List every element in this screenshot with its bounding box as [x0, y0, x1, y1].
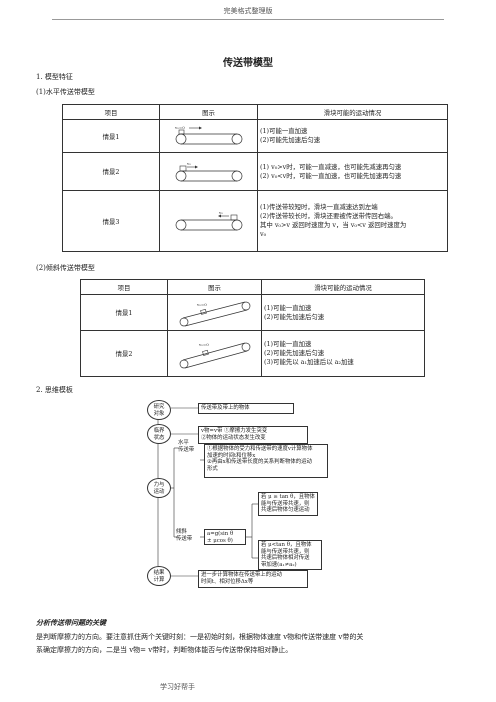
motion-line: (2) v₀<v时，可能一直加速，也可能先加速再匀速 [260, 171, 402, 180]
header-motion: 滑块可能的运动情况 [261, 279, 425, 295]
analysis-line: 系确定摩擦力的方向，二是当 v物= v带时，判断物体能否与传送带保持相对静止。 [36, 646, 293, 654]
motion-cell: (1)可能一直加速 (2)可能先加速后匀速 [257, 119, 448, 153]
motion-line: (1)可能一直加速 [264, 303, 312, 312]
belt-illustration: v₀=0 [159, 119, 258, 153]
scenario-name: 情景2 [80, 330, 168, 377]
svg-text:v₀=0: v₀=0 [196, 302, 207, 307]
belt-illustration: v₀=0 [167, 294, 262, 331]
motion-line: (1)可能一直加速 [264, 340, 312, 348]
motion-line: (1)可能一直加速 [260, 127, 308, 135]
node-acceleration-formula: a=g(sin θ ± μcos θ) [204, 529, 246, 545]
motion-line: (1)传送带较短时，滑块一直减速达到左端 [260, 203, 378, 211]
table-row: 情景2 v₀ (1) v₀>v时，可能一直减速，也可能先减速再匀速 (2) v₀… [62, 152, 448, 191]
horizontal-belt-diagram-2: v₀ [175, 161, 242, 181]
motion-line: v₀ [260, 230, 267, 238]
belt-illustration: v₀ [159, 152, 258, 191]
motion-cell: (1)可能一直加速 (2)可能先加速后匀速 [261, 294, 425, 331]
subsection-horizontal: (1)水平传送带模型 [36, 88, 95, 96]
node-force-motion: 力与 运动 [147, 478, 171, 498]
belt-illustration: v₀ [159, 190, 258, 252]
horizontal-belt-table: 项目 图示 滑块可能的运动情况 情景1 v₀=0 (1)可能一直加速 (2)可能… [62, 104, 448, 252]
node-inclined-case-1: 若 μ ≥ tan θ，且物体 能与传送带共速，则 共速后物体匀速运动 [258, 492, 318, 516]
belt-illustration: v₀=0 [167, 330, 262, 377]
scenario-name: 情景1 [62, 119, 160, 153]
motion-line: (2)可能先加速后匀速 [264, 312, 325, 321]
node-critical-state-detail: v物=v带 ①摩擦力发生突变 ②物体的运动状态发生改变 [198, 426, 308, 444]
svg-text:v₀: v₀ [186, 161, 191, 166]
scenario-name: 情景1 [80, 294, 168, 331]
table-row: 情景2 v₀=0 (1)可能一直加速 (2)可能先加速后匀速 (3)可能先以 a… [80, 330, 425, 377]
motion-line: (2)传送带较长时，滑块还要被传送带传回右端。 [260, 212, 397, 220]
svg-text:v₀=0: v₀=0 [174, 125, 185, 130]
section-model-features: 1. 模型特征 [36, 73, 73, 81]
scenario-name: 情景2 [62, 152, 160, 191]
horizontal-belt-diagram-3: v₀ [175, 210, 242, 231]
table-row: 情景3 v₀ (1)传送带较短时，滑块一直减速达到左端 (2)传送带较长时，滑块… [62, 190, 448, 252]
page-title: 传送带模型 [223, 58, 273, 69]
motion-line: (1) v₀>v时，可能一直减速，也可能先减速再匀速 [260, 162, 402, 171]
label-inclined-belt: 倾斜 传送带 [176, 529, 193, 542]
page-footer: 学习好帮手 [160, 683, 195, 691]
node-horizontal-belt-analysis: ①根据物体的受力和传送带的速度v计算物体 加速的时间t和位移x ②再由x和传送带… [204, 444, 328, 478]
table-row: 情景1 v₀=0 (1)可能一直加速 (2)可能先加速后匀速 [80, 294, 425, 331]
motion-cell: (1)传送带较短时，滑块一直减速达到左端 (2)传送带较长时，滑块还要被传送带传… [257, 190, 448, 252]
inclined-belt-diagram-1: v₀=0 [179, 301, 250, 326]
table-header-row: 项目 图示 滑块可能的运动情况 [62, 104, 448, 120]
motion-line: (3)可能先以 a₁加速后以 a₂加速 [264, 358, 354, 366]
svg-text:v₀=0: v₀=0 [198, 342, 209, 347]
table-header-row: 项目 图示 滑块可能的运动情况 [80, 279, 425, 295]
motion-cell: (1)可能一直加速 (2)可能先加速后匀速 (3)可能先以 a₁加速后以 a₂加… [261, 330, 425, 377]
analysis-title: 分析传送带问题的关键 [36, 618, 106, 627]
node-research-object: 研究 对象 [147, 400, 171, 420]
motion-line: (2)可能先加速后匀速 [260, 136, 321, 144]
header-figure: 图示 [159, 104, 258, 120]
header-item: 项目 [80, 279, 168, 295]
node-result-calculation: 结果 计算 [147, 566, 171, 586]
label-horizontal-belt: 水平 传送带 [178, 440, 195, 453]
section-thinking-template: 2. 思维模板 [36, 386, 73, 394]
node-result-calculation-detail: 进一步计算物体在传送带上的运动 时间t、相对位移Δx等 [198, 570, 308, 588]
inclined-belt-table: 项目 图示 滑块可能的运动情况 情景1 v₀=0 (1)可能一直加速 (2)可能… [80, 279, 425, 377]
flowchart-connectors [157, 407, 258, 577]
header-item: 项目 [62, 104, 160, 120]
horizontal-belt-diagram-1: v₀=0 [174, 125, 242, 145]
node-critical-state: 临界 状态 [147, 424, 171, 444]
page-header: 完美格式整理版 [223, 7, 273, 15]
motion-cell: (1) v₀>v时，可能一直减速，也可能先减速再匀速 (2) v₀<v时，可能一… [257, 152, 448, 191]
subsection-inclined: (2)倾斜传送带模型 [36, 264, 95, 272]
header-divider [52, 19, 444, 20]
analysis-line: 是判断摩擦力的方向。要注意抓住两个关键时刻：一是初始时刻，根据物体速度 v物和传… [36, 633, 364, 641]
table-row: 情景1 v₀=0 (1)可能一直加速 (2)可能先加速后匀速 [62, 119, 448, 153]
svg-text:v₀: v₀ [218, 210, 223, 215]
motion-line: (2)可能先加速后匀速 [264, 349, 325, 357]
inclined-belt-diagram-2: v₀=0 [179, 342, 250, 368]
node-research-object-detail: 传送带及带上的物体 [198, 403, 294, 414]
thinking-flowchart: 研究 对象 传送带及带上的物体 临界 状态 v物=v带 ①摩擦力发生突变 ②物体… [146, 400, 358, 614]
header-figure: 图示 [167, 279, 262, 295]
node-inclined-case-2: 若 μ<tan θ，且物体 能与传送带共速，则 共速后物体相对传送 带加速(a₁… [258, 540, 322, 570]
header-motion: 滑块可能的运动情况 [257, 104, 448, 120]
scenario-name: 情景3 [62, 190, 160, 252]
motion-line: 其中 v₀>v 返回时速度为 v，当 v₀<v 返回时速度为 [260, 221, 407, 229]
